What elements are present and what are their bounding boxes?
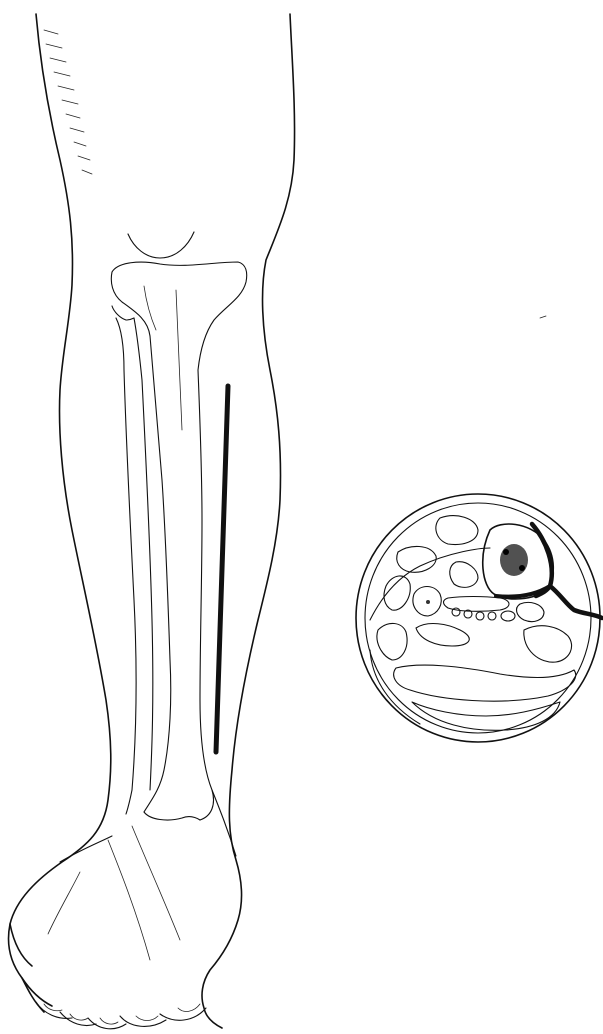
thigh-shading: [44, 30, 92, 174]
incision-line-leg: [216, 386, 228, 752]
stray-mark: [540, 316, 546, 318]
cross-section: [356, 494, 602, 742]
patella: [128, 232, 194, 258]
leg-outline: [9, 14, 295, 1028]
fibula-bone: [112, 306, 153, 814]
